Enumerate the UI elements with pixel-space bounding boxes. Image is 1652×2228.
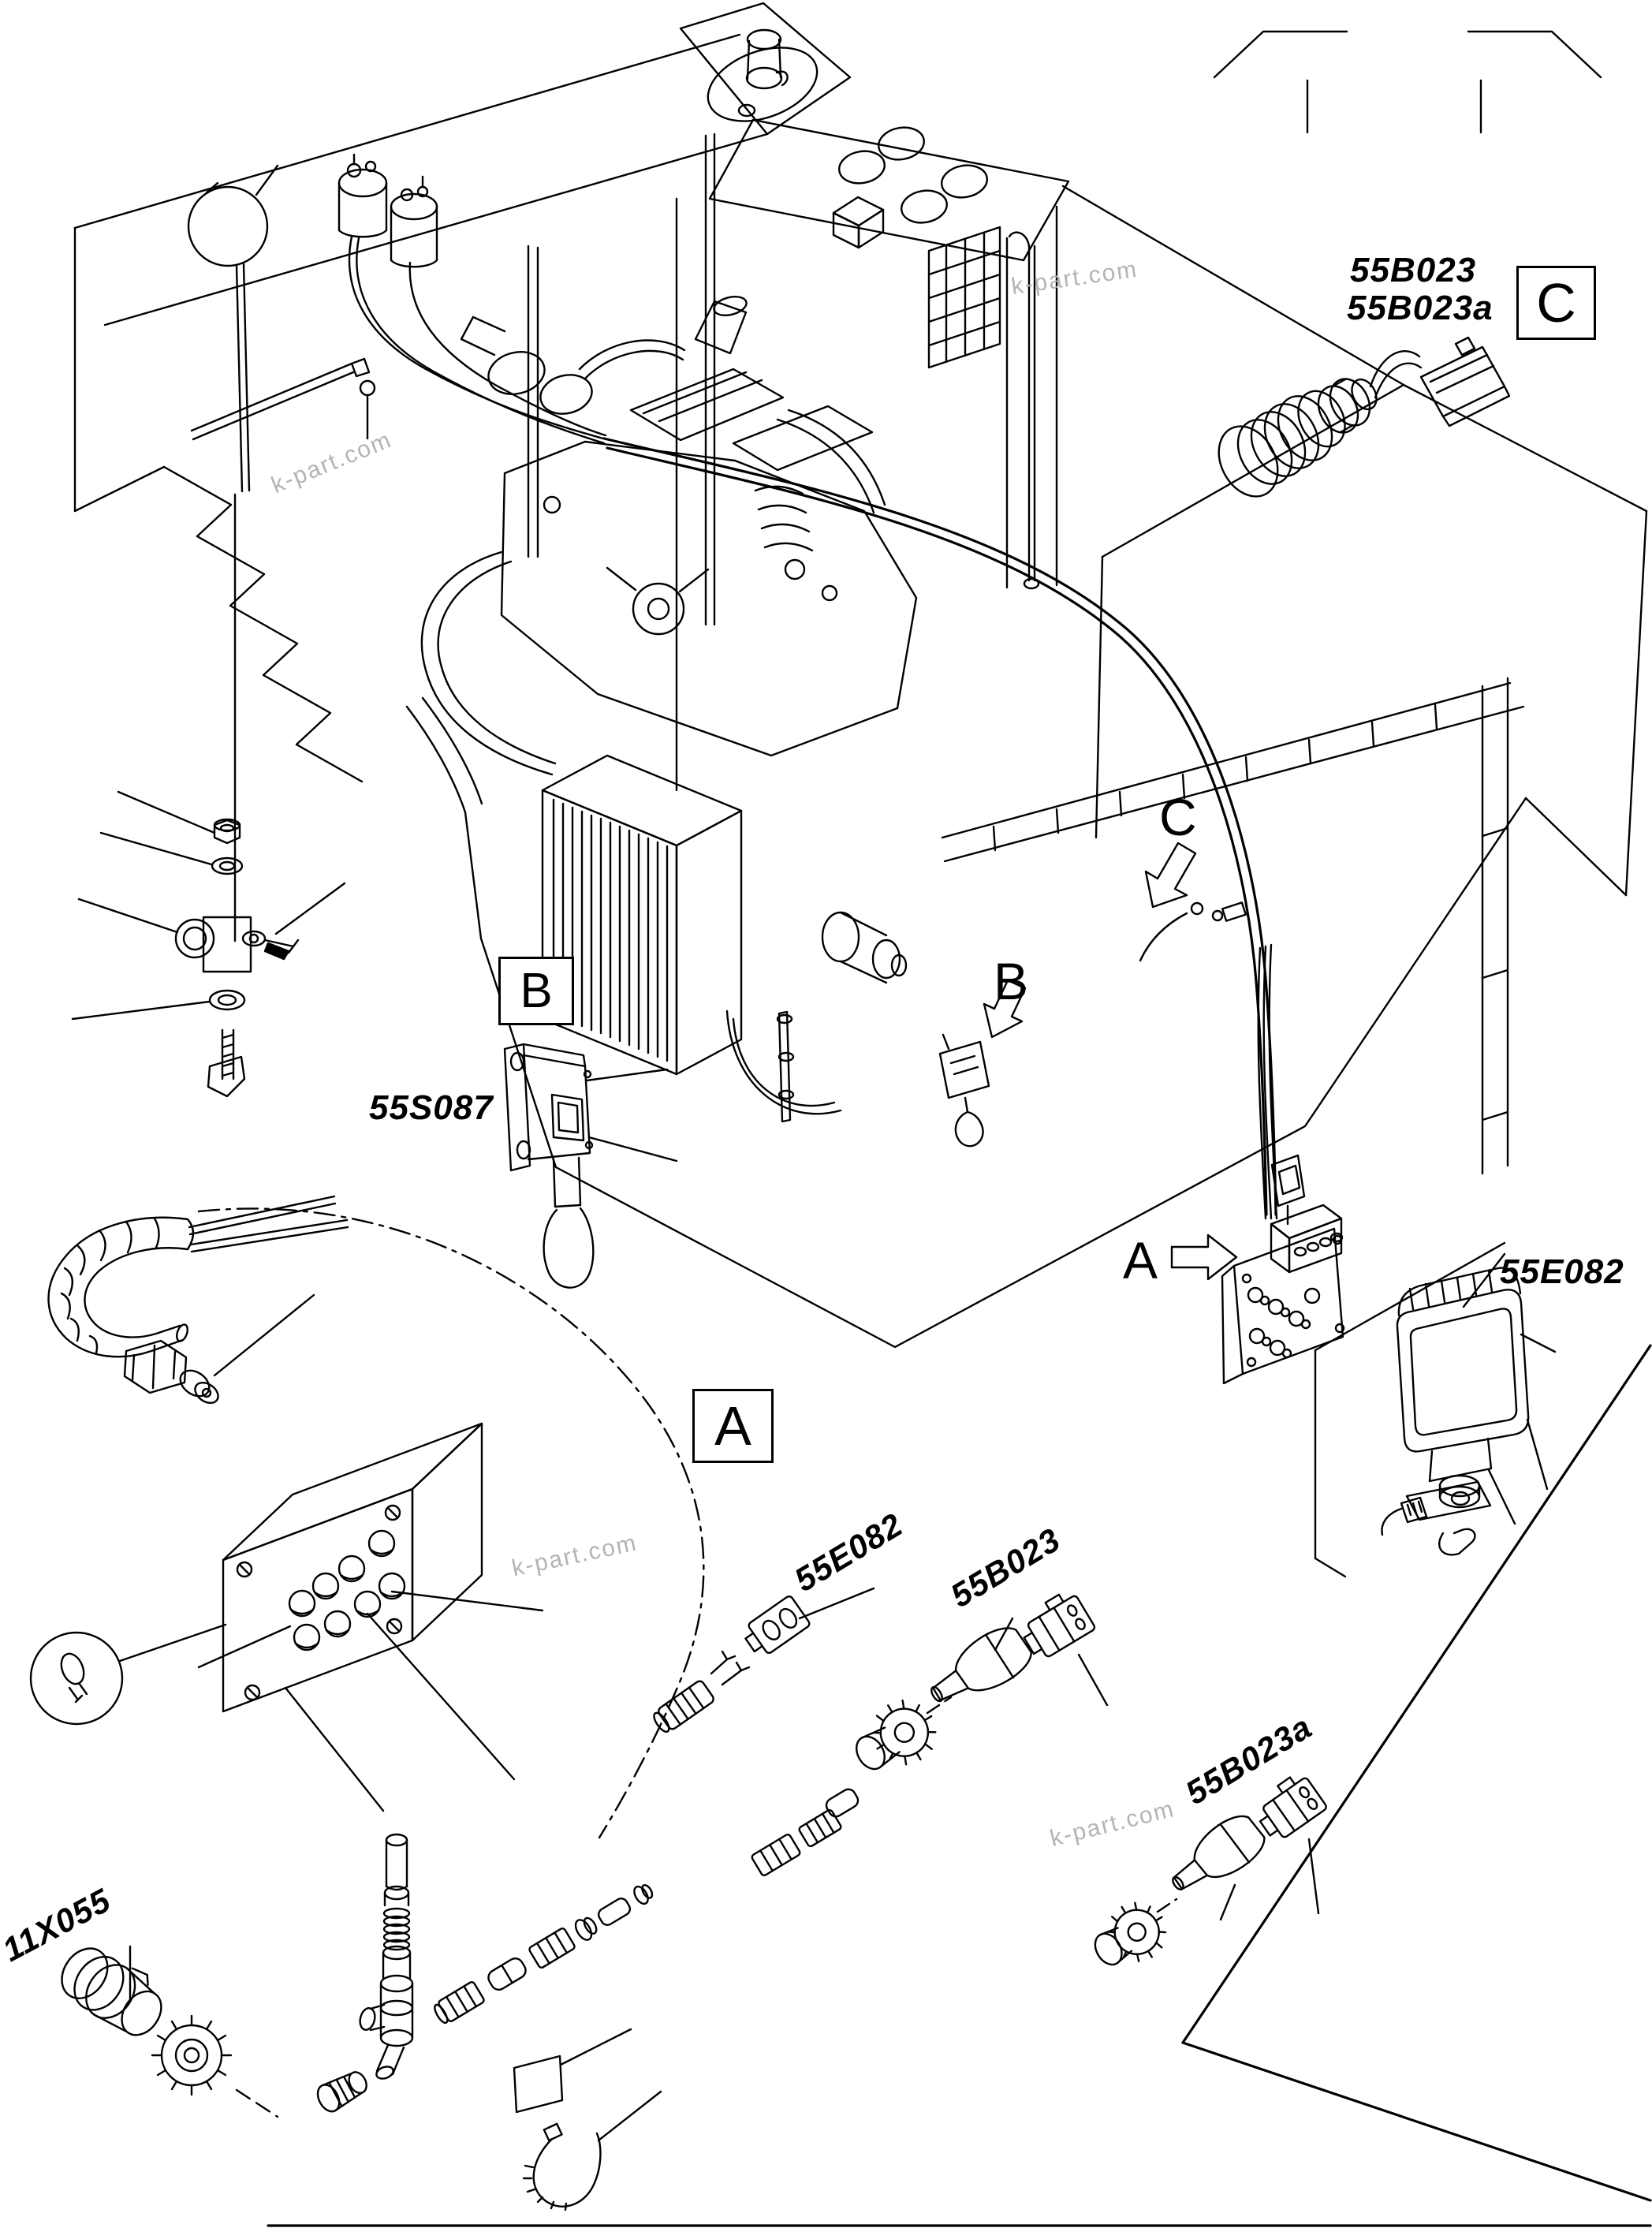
junction-box bbox=[197, 1422, 544, 1812]
filler-cap bbox=[707, 28, 819, 122]
radiator bbox=[541, 754, 743, 1076]
tilt-switch-detail bbox=[503, 1043, 678, 1289]
part-label-55s087: 55S087 bbox=[369, 1088, 494, 1127]
deck-openings bbox=[832, 126, 988, 249]
callout-letter-a: A bbox=[714, 1395, 751, 1457]
part-label-55b023a-group-c: 55B023a bbox=[1347, 289, 1494, 327]
callout-letter-b-insitu: B bbox=[994, 952, 1029, 1010]
callout-letter-b: B bbox=[520, 964, 553, 1018]
harness-lamp-branch bbox=[653, 1587, 875, 1733]
frame-rail bbox=[941, 677, 1525, 1220]
work-lamp-detail bbox=[1314, 1241, 1557, 1578]
arrow-c bbox=[1144, 842, 1197, 909]
tag-and-cable-tie bbox=[513, 2028, 662, 2211]
callout-box-b: B bbox=[498, 957, 574, 1025]
breather-cylinders bbox=[337, 153, 607, 445]
level-rod bbox=[187, 164, 279, 493]
connector-c-detail bbox=[1213, 30, 1602, 498]
harness-main-run bbox=[602, 437, 1277, 1216]
deck-pipe bbox=[190, 357, 376, 441]
hose-elbow bbox=[47, 1195, 349, 1405]
fuse-panel bbox=[927, 205, 1058, 590]
callout-box-c: C bbox=[1516, 266, 1596, 340]
routing-dash-curve bbox=[197, 1207, 705, 1839]
page-border-lines bbox=[267, 1344, 1652, 2227]
machine-body-outline bbox=[73, 2, 1648, 1349]
part-label-55b023-group-c: 55B023 bbox=[1350, 251, 1477, 289]
callout-arrows bbox=[983, 842, 1238, 1281]
harness-main-chain bbox=[61, 1593, 1109, 2118]
part-label-55e082-lamp: 55E082 bbox=[1500, 1252, 1624, 1291]
engine bbox=[420, 295, 918, 1123]
callout-letter-c-insitu: C bbox=[1159, 788, 1197, 846]
callout-box-a: A bbox=[692, 1389, 774, 1463]
callout-letter-c: C bbox=[1536, 272, 1576, 334]
mounting-hardware bbox=[71, 790, 346, 1098]
arrow-a bbox=[1170, 1233, 1238, 1281]
arrow-b bbox=[983, 979, 1027, 1039]
connector-bracket-installed bbox=[1221, 1154, 1345, 1385]
callout-letter-a-insitu: A bbox=[1123, 1231, 1158, 1289]
tilt-switch-installed bbox=[938, 1033, 990, 1148]
bulb-detail bbox=[29, 1623, 227, 1726]
